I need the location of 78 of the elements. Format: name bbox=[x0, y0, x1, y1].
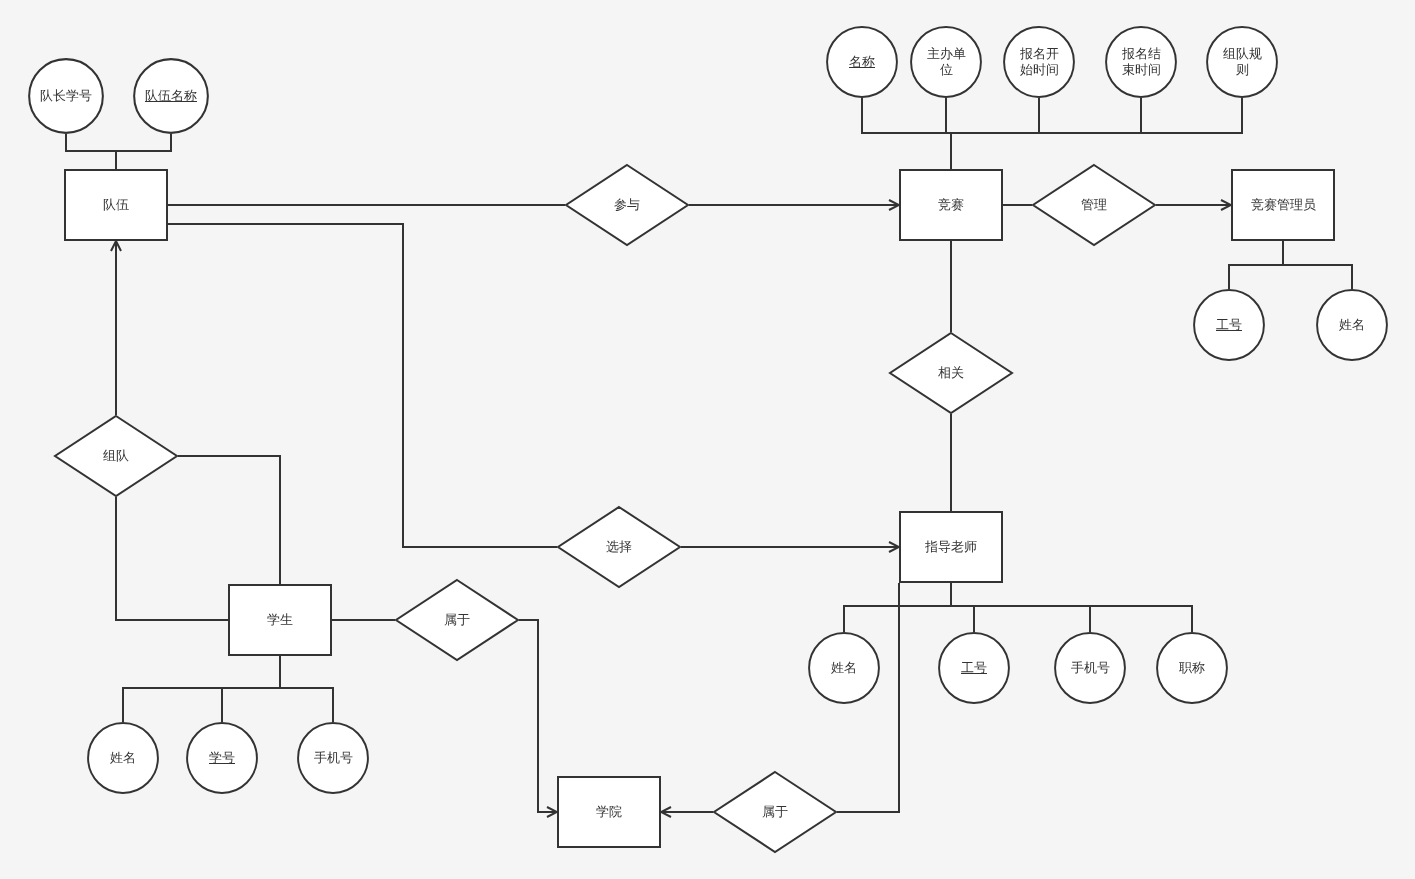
connector-line bbox=[836, 582, 900, 813]
attribute-circle bbox=[938, 632, 1010, 704]
arrow bbox=[1155, 199, 1232, 211]
connector-line bbox=[950, 97, 1243, 170]
connector-line bbox=[950, 413, 952, 512]
attribute-label: 姓名 bbox=[1339, 317, 1365, 333]
connector-line bbox=[1282, 240, 1353, 290]
attribute-label: 职称 bbox=[1179, 660, 1205, 676]
entity-box bbox=[899, 511, 1003, 583]
relationship-diamond bbox=[1032, 164, 1156, 246]
arrow bbox=[680, 541, 900, 553]
attribute-label: 主办单位 bbox=[925, 46, 967, 78]
attribute-circle bbox=[186, 722, 258, 794]
entity-box bbox=[1231, 169, 1335, 241]
entity-box bbox=[64, 169, 168, 241]
connector-line bbox=[167, 204, 566, 206]
relationship-label: 管理 bbox=[1081, 197, 1107, 213]
attribute-circle bbox=[28, 58, 104, 134]
attribute-circle bbox=[910, 26, 982, 98]
entity-label: 竞赛管理员 bbox=[1250, 197, 1316, 213]
entity-box bbox=[228, 584, 332, 656]
relationship-label: 属于 bbox=[444, 612, 470, 628]
attribute-circle bbox=[1054, 632, 1126, 704]
attribute-label: 姓名 bbox=[831, 660, 857, 676]
entity-label: 学生 bbox=[267, 612, 293, 628]
attribute-circle bbox=[808, 632, 880, 704]
relationship-label: 组队 bbox=[103, 448, 129, 464]
attribute-label: 报名开始时间 bbox=[1018, 46, 1060, 78]
relationship-diamond bbox=[713, 771, 837, 853]
attribute-label: 名称 bbox=[849, 54, 875, 70]
attribute-label: 手机号 bbox=[1070, 660, 1110, 676]
entity-label: 竞赛 bbox=[938, 197, 964, 213]
relationship-label: 选择 bbox=[606, 539, 632, 555]
entity-label: 指导老师 bbox=[925, 539, 977, 555]
attribute-label: 工号 bbox=[961, 660, 987, 676]
connector-line bbox=[331, 619, 396, 621]
relationship-diamond bbox=[557, 506, 681, 588]
arrow bbox=[518, 619, 558, 818]
entity-box bbox=[899, 169, 1003, 241]
arrow bbox=[110, 240, 122, 416]
arrow bbox=[688, 199, 900, 211]
attribute-label: 工号 bbox=[1216, 317, 1242, 333]
attribute-label: 手机号 bbox=[313, 750, 353, 766]
relationship-label: 相关 bbox=[938, 365, 964, 381]
attribute-label: 组队规则 bbox=[1221, 46, 1263, 78]
attribute-circle bbox=[1105, 26, 1177, 98]
attribute-label: 姓名 bbox=[110, 750, 136, 766]
connector-line bbox=[115, 133, 172, 170]
attribute-circle bbox=[133, 58, 209, 134]
attribute-circle bbox=[1316, 289, 1388, 361]
entity-label: 学院 bbox=[596, 804, 622, 820]
attribute-circle bbox=[1193, 289, 1265, 361]
arrow bbox=[660, 806, 714, 818]
connector-line bbox=[167, 223, 558, 548]
relationship-diamond bbox=[395, 579, 519, 661]
relationship-diamond bbox=[889, 332, 1013, 414]
attribute-circle bbox=[1156, 632, 1228, 704]
connector-line bbox=[1002, 204, 1033, 206]
attribute-circle bbox=[1003, 26, 1075, 98]
connector-line bbox=[177, 455, 281, 585]
attribute-circle bbox=[1206, 26, 1278, 98]
relationship-label: 属于 bbox=[762, 804, 788, 820]
relationship-diamond bbox=[565, 164, 689, 246]
connector-line bbox=[115, 496, 229, 621]
attribute-label: 报名结束时间 bbox=[1120, 46, 1162, 78]
entity-box bbox=[557, 776, 661, 848]
attribute-circle bbox=[87, 722, 159, 794]
entity-label: 队伍 bbox=[103, 197, 129, 213]
attribute-label: 学号 bbox=[209, 750, 235, 766]
relationship-diamond bbox=[54, 415, 178, 497]
attribute-label: 队伍名称 bbox=[145, 88, 197, 104]
attribute-circle bbox=[297, 722, 369, 794]
attribute-circle bbox=[826, 26, 898, 98]
attribute-label: 队长学号 bbox=[40, 88, 92, 104]
connector-line bbox=[279, 655, 334, 723]
connector-line bbox=[950, 240, 952, 333]
connector-line bbox=[950, 582, 1193, 633]
relationship-label: 参与 bbox=[614, 197, 640, 213]
